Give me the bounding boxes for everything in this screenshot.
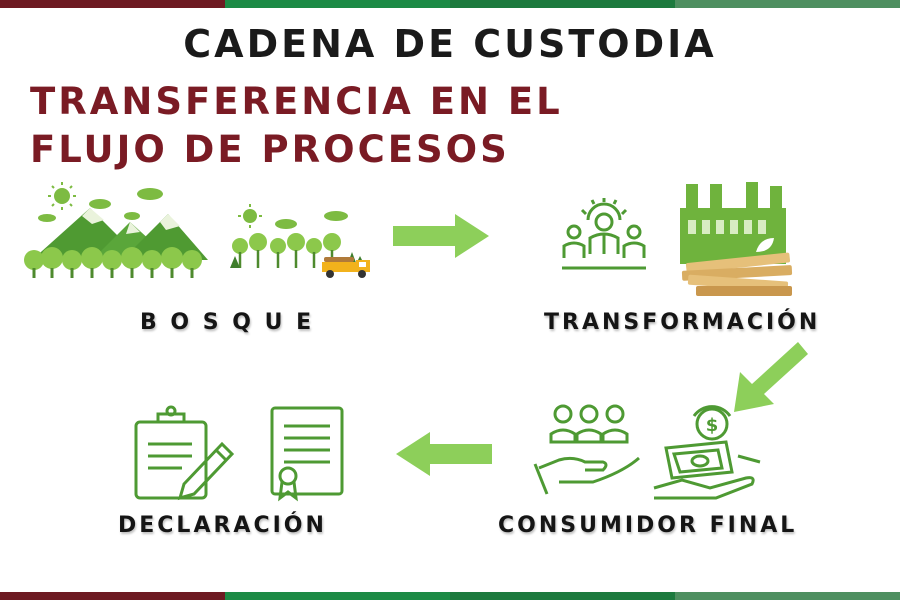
bottom-color-band bbox=[0, 592, 900, 600]
arrow-left-icon bbox=[396, 432, 494, 476]
factory-lumber-icon bbox=[676, 180, 798, 300]
stage-label-declaracion: DECLARACIÓN bbox=[118, 513, 327, 538]
mountains-forest-icon bbox=[22, 180, 212, 285]
stage-label-transformacion: TRANSFORMACIÓN bbox=[544, 310, 820, 335]
svg-text:$: $ bbox=[706, 415, 719, 436]
clipboard-pencil-icon bbox=[130, 404, 238, 502]
subtitle-line-2: FLUJO DE PROCESOS bbox=[30, 128, 510, 172]
arrow-right-icon bbox=[393, 214, 493, 258]
consumers-hand-icon bbox=[533, 402, 645, 500]
subtitle-line-1: TRANSFERENCIA EN EL bbox=[30, 80, 563, 124]
logging-truck-icon bbox=[226, 202, 376, 282]
workers-gear-icon bbox=[558, 198, 650, 276]
top-color-band bbox=[0, 0, 900, 8]
stage-label-consumidor-final: CONSUMIDOR FINAL bbox=[498, 513, 797, 538]
stage-label-bosque: B O S Q U E bbox=[140, 310, 314, 335]
page-title: CADENA DE CUSTODIA bbox=[0, 22, 900, 66]
money-hand-icon: $ bbox=[652, 402, 766, 500]
certificate-icon bbox=[266, 404, 348, 502]
